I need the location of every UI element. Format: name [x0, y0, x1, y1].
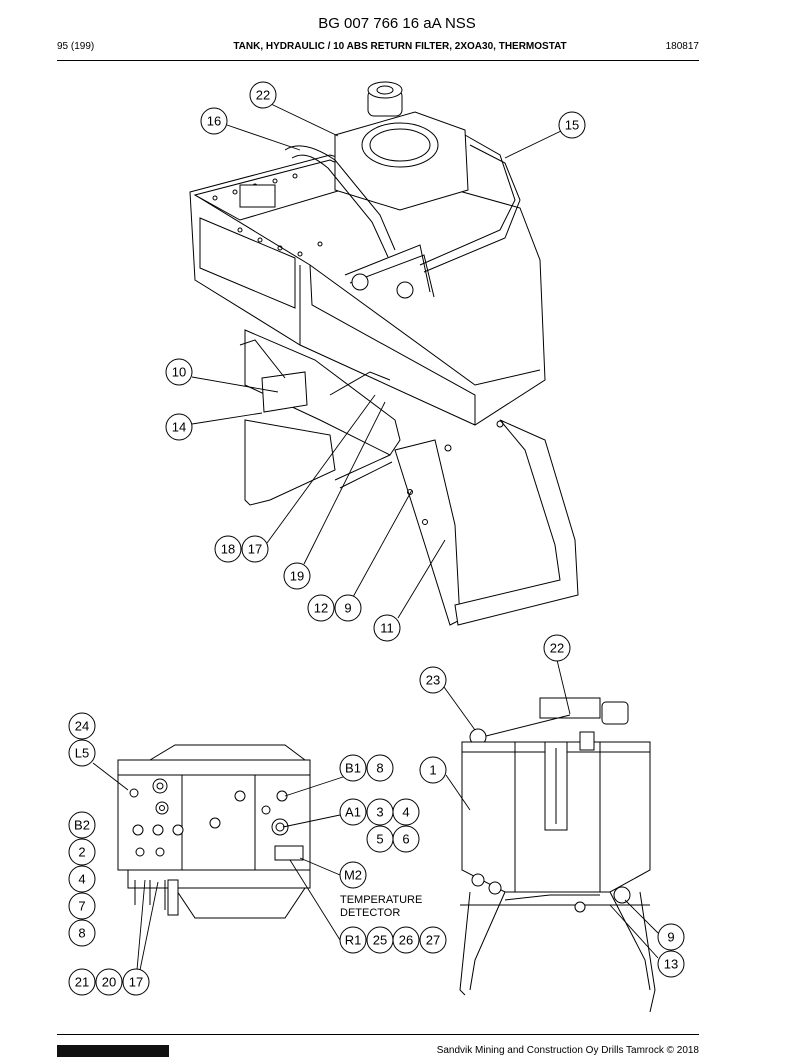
svg-text:9: 9 — [344, 601, 351, 616]
document-code: 180817 — [665, 41, 699, 52]
svg-text:4: 4 — [78, 872, 85, 887]
callout-2: 2 — [68, 838, 96, 866]
svg-text:11: 11 — [380, 621, 394, 636]
callout-B2: B2 — [68, 811, 96, 839]
svg-text:27: 27 — [426, 933, 440, 948]
svg-text:19: 19 — [290, 569, 304, 584]
svg-text:M2: M2 — [344, 868, 362, 883]
callout-13: 13 — [657, 950, 685, 978]
callout-7: 7 — [68, 892, 96, 920]
callout-1: 1 — [419, 756, 447, 784]
callout-R1: R1 — [339, 926, 367, 954]
svg-text:22: 22 — [550, 641, 564, 656]
svg-text:23: 23 — [426, 673, 440, 688]
page-number: 95 (199) — [57, 41, 95, 52]
svg-text:14: 14 — [172, 420, 186, 435]
callout-10: 10 — [165, 358, 193, 386]
svg-text:2: 2 — [78, 845, 85, 860]
temperature-detector-label-line1: TEMPERATURE — [340, 894, 422, 906]
callout-19: 19 — [283, 562, 311, 590]
callout-12: 12 — [307, 594, 335, 622]
svg-text:8: 8 — [376, 761, 383, 776]
tank-front-view — [117, 744, 311, 919]
svg-text:20: 20 — [102, 975, 116, 990]
svg-text:B2: B2 — [74, 818, 90, 833]
callout-22-side: 22 — [543, 634, 571, 662]
svg-text:17: 17 — [248, 542, 262, 557]
svg-text:13: 13 — [664, 957, 678, 972]
svg-text:21: 21 — [75, 975, 89, 990]
tank-side-view — [459, 697, 656, 1013]
svg-text:9: 9 — [667, 930, 674, 945]
svg-text:3: 3 — [376, 805, 383, 820]
callout-4-front: 4 — [392, 798, 420, 826]
sandvik-logo — [57, 1045, 169, 1057]
callout-21: 21 — [68, 968, 96, 996]
callout-8-front: 8 — [366, 754, 394, 782]
callout-17: 17 — [241, 535, 269, 563]
tank-isometric-view — [189, 81, 579, 626]
svg-text:4: 4 — [402, 805, 409, 820]
svg-text:26: 26 — [399, 933, 413, 948]
svg-text:16: 16 — [207, 114, 221, 129]
svg-text:10: 10 — [172, 365, 186, 380]
callout-14: 14 — [165, 413, 193, 441]
temperature-detector-label-line2: DETECTOR — [340, 907, 400, 919]
callout-23: 23 — [419, 666, 447, 694]
svg-text:24: 24 — [75, 719, 89, 734]
callout-8: 8 — [68, 919, 96, 947]
svg-text:18: 18 — [221, 542, 235, 557]
callout-B1: B1 — [339, 754, 367, 782]
svg-text:5: 5 — [376, 832, 383, 847]
svg-text:15: 15 — [565, 118, 579, 133]
svg-text:7: 7 — [78, 899, 85, 914]
svg-text:6: 6 — [402, 832, 409, 847]
callout-9-side: 9 — [657, 923, 685, 951]
footer-rule — [57, 1034, 699, 1035]
header-rule — [57, 60, 699, 61]
callout-A1: A1 — [339, 798, 367, 826]
svg-text:25: 25 — [373, 933, 387, 948]
callout-16: 16 — [200, 107, 228, 135]
page-subtitle: TANK, HYDRAULIC / 10 ABS RETURN FILTER, … — [233, 41, 567, 52]
callout-9: 9 — [334, 594, 362, 622]
callout-4: 4 — [68, 865, 96, 893]
svg-text:22: 22 — [256, 88, 270, 103]
callout-25: 25 — [366, 926, 394, 954]
document-title: BG 007 766 16 aA NSS — [318, 15, 476, 32]
callout-26: 26 — [392, 926, 420, 954]
footer-copyright: Sandvik Mining and Construction Oy Drill… — [436, 1045, 699, 1056]
callout-27: 27 — [419, 926, 447, 954]
callout-15: 15 — [558, 111, 586, 139]
callout-6: 6 — [392, 825, 420, 853]
callout-17-front: 17 — [122, 968, 150, 996]
svg-text:B1: B1 — [345, 761, 361, 776]
leader-lines-side — [443, 659, 659, 959]
cover-bolts — [212, 173, 323, 257]
svg-text:A1: A1 — [345, 805, 361, 820]
svg-text:1: 1 — [429, 763, 436, 778]
callout-24: 24 — [68, 712, 96, 740]
callout-20: 20 — [95, 968, 123, 996]
leader-lines-top — [191, 103, 562, 619]
svg-text:17: 17 — [129, 975, 143, 990]
callout-18: 18 — [214, 535, 242, 563]
svg-text:R1: R1 — [345, 933, 362, 948]
callout-22: 22 — [249, 81, 277, 109]
callout-L5: L5 — [68, 739, 96, 767]
leader-lines-front — [92, 762, 347, 971]
callout-M2: M2 — [339, 861, 367, 889]
svg-text:L5: L5 — [75, 746, 89, 761]
callout-3: 3 — [366, 798, 394, 826]
svg-text:8: 8 — [78, 926, 85, 941]
callout-11: 11 — [373, 614, 401, 642]
callout-5: 5 — [366, 825, 394, 853]
svg-text:12: 12 — [314, 601, 328, 616]
